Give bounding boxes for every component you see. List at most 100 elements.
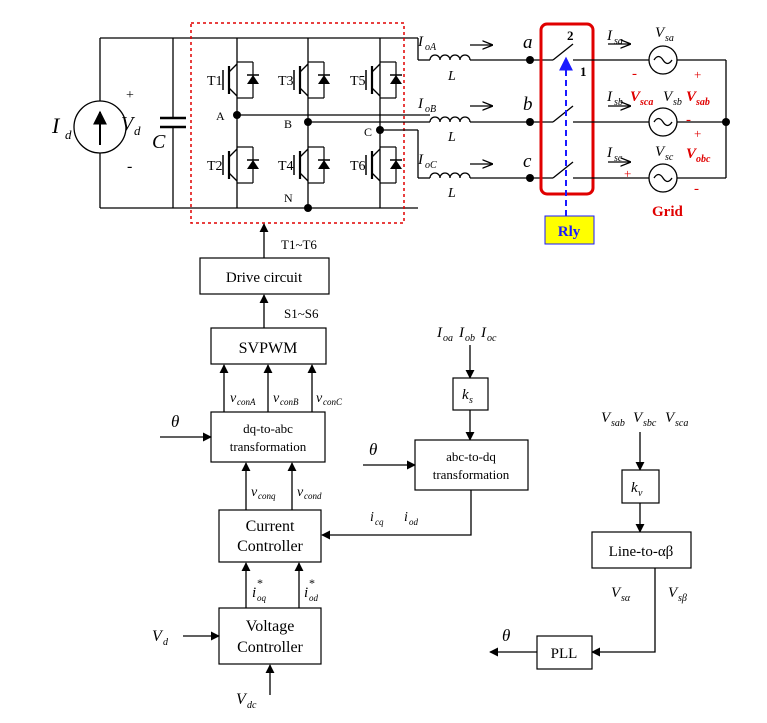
svg-text:d: d [163,637,169,648]
svg-text:sca: sca [675,418,688,429]
svg-text:ob: ob [465,333,475,344]
voltage-controller-line2: Controller [237,639,303,656]
svg-text:V: V [611,585,622,601]
grid-sources [600,44,730,193]
vcond-arrows [241,462,297,510]
iod-label: i od [404,510,419,527]
igbt-switch-t6: T6 [350,146,402,184]
vcon-c-label: v conC [316,391,343,407]
svg-text:V: V [601,410,612,426]
svg-text:obc: obc [696,154,711,165]
line-current-ioc: I oC [417,152,437,171]
iref-arrows [241,562,304,608]
svg-text:sb: sb [673,97,682,108]
svg-text:sb: sb [614,97,623,108]
svg-text:+: + [694,67,701,82]
inductor-label-c: L [447,186,456,201]
meas-currents-label: I oa I ob I oc [436,325,497,344]
svg-text:sα: sα [621,593,631,604]
svg-text:I: I [436,325,443,341]
svg-text:I: I [480,325,487,341]
current-controller-box [218,509,322,563]
inductor-label-a: L [447,69,456,84]
dq-to-abc-line1: dq-to-abc [243,421,293,436]
idq-feedback-line [321,490,472,540]
abc-to-dq-line1: abc-to-dq [446,449,496,464]
svg-text:v: v [273,391,280,406]
relay-position-2: 2 [567,28,574,43]
svg-text:*: * [309,576,315,590]
grid-voltage-vsc: V sc [655,144,674,163]
meas-voltages-label: V sab V sbc V sca [601,410,688,429]
source-minus: - [127,158,132,175]
svg-text:conB: conB [280,397,299,407]
drive-output-label: T1~T6 [281,237,317,252]
capacitor-label: C [152,131,166,153]
svg-text:od: od [409,517,419,527]
theta-label-2: θ [369,440,377,459]
svg-text:V: V [655,25,666,41]
svg-text:sca: sca [639,97,653,108]
svg-text:I: I [606,28,613,44]
dq-to-abc-box [210,411,326,463]
current-controller-line2: Controller [237,538,303,555]
svg-text:I: I [606,145,613,161]
igbt-switch-t3: T3 [278,61,330,99]
vcon-arrows [219,364,317,412]
drive-circuit-label: Drive circuit [226,270,303,286]
phase-a-label: a [523,32,533,53]
grid-voltage-vsa: V sa [655,25,674,44]
inverter-bridge-outline [190,22,405,224]
svg-text:conq: conq [258,491,276,501]
kv-gain-box [621,469,660,504]
svg-text:V: V [633,410,644,426]
pll-label: PLL [551,646,578,662]
node-b-label: B [284,117,292,131]
icq-label: i cq [370,510,384,527]
igbt-switch-t5: T5 [350,61,402,99]
svg-text:V: V [668,585,679,601]
source-voltage-sub: d [134,123,141,138]
dc-capacitor [160,38,186,208]
relay-contacts [552,43,600,179]
vcon-b-label: v conB [273,391,299,407]
svg-text:cond: cond [304,491,322,501]
line-current-iob: I oB [417,96,436,115]
grid-label: Grid [652,204,683,220]
svg-text:-: - [694,181,699,197]
svg-text:oB: oB [425,104,436,115]
grid-current-isa: I sa [606,28,623,47]
igbt-switch-t4: T4 [278,146,330,184]
svg-text:V: V [663,89,674,105]
svpwm-box [210,327,327,365]
inverter-legs [233,38,430,212]
switch-label-t3: T3 [278,74,294,89]
svg-text:oc: oc [487,333,497,344]
line-voltage-vsab: V sab [686,89,710,108]
line-to-alphabeta-box [591,531,692,569]
svg-text:I: I [417,34,424,50]
svg-text:sab: sab [695,97,710,108]
svg-text:v: v [638,488,643,499]
gate-signals-label: S1~S6 [284,306,319,321]
abc-to-dq-box [414,439,529,491]
relay-position-1: 1 [580,64,587,79]
igbt-switch-t2: T2 [207,146,259,184]
dc-source [73,37,418,209]
igbt-switch-t1: T1 [207,61,259,99]
node-a-label: A [216,109,225,123]
filter-inductors [429,45,553,182]
svg-text:cq: cq [375,517,384,527]
svg-text:sab: sab [611,418,625,429]
svg-text:I: I [417,152,424,168]
svg-text:oq: oq [257,593,267,603]
svg-text:oC: oC [425,160,437,171]
svpwm-label: SVPWM [239,340,298,357]
svg-text:V: V [655,144,666,160]
svg-text:+: + [694,126,701,141]
svg-text:conA: conA [237,397,256,407]
theta-label-1: θ [171,412,179,431]
valpha-beta-line [591,568,656,657]
node-c-label: C [364,125,372,139]
v-beta-label: V sβ [668,585,687,604]
